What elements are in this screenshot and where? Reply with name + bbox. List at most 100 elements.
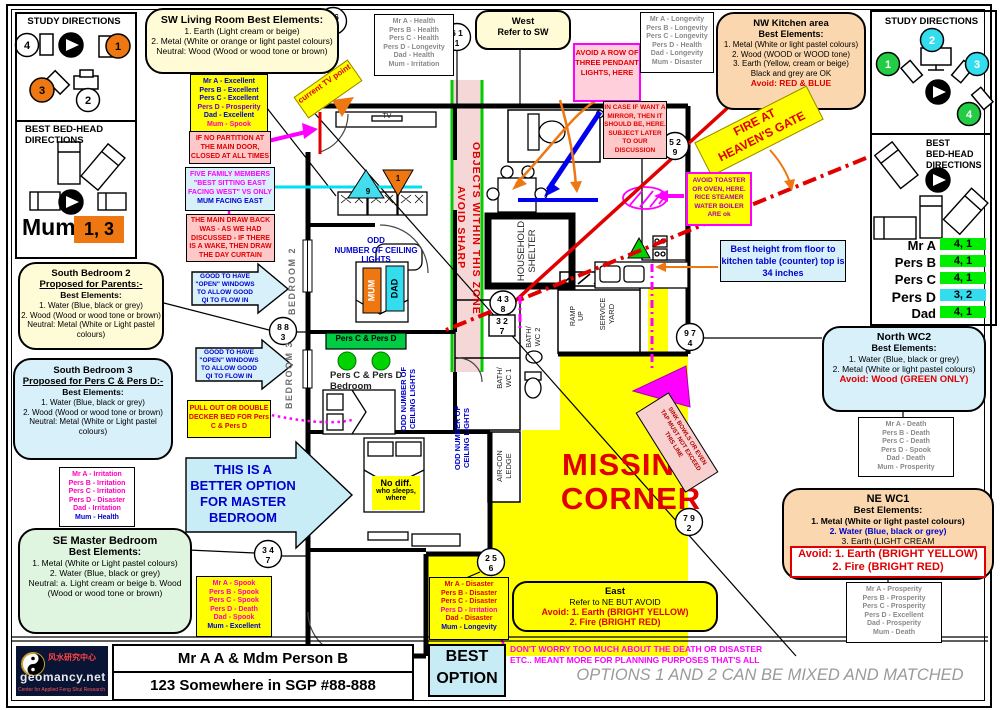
right-bedhead-line3: DIRECTIONS — [926, 160, 982, 170]
status-line: Dad - Irritation — [73, 505, 121, 513]
west-sub: Refer to SW — [497, 27, 549, 37]
client-address: 123 Somewhere in SGP #88-888 — [150, 677, 376, 694]
connector-lines — [159, 34, 904, 657]
right-study-1: 1 — [885, 59, 891, 71]
odd-bed3-line1: ODD NUMBER OF — [399, 366, 408, 432]
sbed3-item2: 2. Wood (Wood or wood tone or brown) — [23, 407, 163, 417]
right-bedhead-line2: BED-HEAD — [926, 149, 974, 159]
member-name: Dad — [911, 306, 936, 321]
member-row: Pers D 3, 2 — [874, 289, 990, 306]
tv-label: TV — [382, 113, 392, 120]
status-line: Pers D - Irritation — [440, 606, 498, 614]
callout-arrows — [185, 262, 354, 550]
orange-arrowheads — [332, 97, 795, 272]
member-name: Pers D — [891, 289, 936, 305]
status-line: Dad - Health — [393, 52, 435, 60]
status-line: Mr A - Spook — [212, 580, 256, 587]
status-line: Pers B - Death — [882, 429, 930, 437]
west-title: West — [511, 16, 535, 27]
se-item2: 2. Water (Blue, black or grey) — [49, 568, 161, 578]
star-611-top: 6 1 — [451, 28, 463, 38]
status-line: Dad - Prosperity — [866, 620, 922, 628]
east-status-box: Mr A - Disaster Pers B - Disaster Pers C… — [429, 577, 509, 640]
status-line: Mum - Disaster — [651, 58, 703, 66]
best-option-box: BEST OPTION — [428, 644, 506, 697]
right-study-2: 2 — [929, 35, 935, 47]
right-panel-divider — [872, 133, 991, 135]
ne-item3: 3. Earth (LIGHT CREAM — [841, 536, 935, 546]
aircon-ledge-label: AIR-CON LEDGE — [495, 440, 513, 492]
bath1-line2: WC 1 — [503, 368, 513, 388]
odd-bed3-line2: CEILING LIGHTS — [408, 369, 417, 429]
se-best: Best Elements: — [68, 547, 142, 558]
star-611-bottom: 1 — [455, 38, 460, 48]
left-study-1: 1 — [115, 41, 121, 53]
perscd-bed-line2: Bedroom — [330, 381, 372, 392]
sw-living-box: SW Living Room Best Elements: 1. Earth (… — [145, 8, 339, 74]
left-bedhead-title-line1: BEST BED-HEAD — [25, 124, 104, 135]
aircon-line2: LEDGE — [503, 453, 513, 479]
perscd-bed-line1: Pers C & Pers D — [330, 370, 403, 381]
star-256-bottom: 6 — [489, 563, 494, 573]
no-diff-note: No diff. who sleeps, where — [372, 476, 420, 510]
star-883-bottom: 3 — [281, 332, 286, 342]
star-347-bottom: 7 — [266, 555, 271, 565]
star-974-top: 9 7 — [684, 328, 696, 338]
bedroom3-label: BEDROOM 3 — [284, 341, 294, 410]
ne-avoid-line1: Avoid: 1. Earth (BRIGHT YELLOW) — [798, 548, 978, 560]
member-row: Pers C 4, 1 — [874, 272, 990, 289]
nw-status-box: Mr A - Longevity Pers B - Longevity Pers… — [640, 12, 714, 73]
left-study-2: 2 — [85, 95, 91, 107]
status-line: Mr A - Irritation — [72, 471, 122, 478]
partitions — [454, 109, 641, 503]
status-line: Dad - Excellent — [203, 112, 255, 120]
nw-item4: Black and grey are OK — [750, 68, 832, 78]
star-792-bottom: 2 — [687, 523, 692, 533]
household-line2: SHELTER — [527, 229, 538, 273]
nw-best: Best Elements: — [758, 29, 824, 39]
ramp-line2: UP — [578, 311, 585, 321]
household-shelter-label: HOUSEHOLD SHELTER — [516, 216, 538, 286]
best-option-line2: OPTION — [436, 670, 498, 687]
member-value: 4, 1 — [940, 255, 986, 267]
left-study-3: 3 — [39, 85, 45, 97]
sw-item1: 1. Earth (Light cream or beige) — [184, 26, 300, 36]
status-line: Mum - Health — [75, 513, 119, 521]
star-256-top: 2 5 — [485, 553, 497, 563]
perscd-tag-label: Pers C & Pers D — [335, 334, 397, 343]
ne-best: Best Elements: — [853, 505, 923, 516]
north-item2: 2. Metal (White or light pastel colours) — [832, 364, 976, 374]
nw-avoid: Avoid: RED & BLUE — [750, 78, 832, 88]
north-best: Best Elements: — [871, 343, 937, 353]
right-study-4: 4 — [966, 109, 973, 121]
member-row: Dad 4, 1 — [874, 306, 990, 323]
member-name: Mr A — [907, 238, 936, 253]
sbed3-item1: 1. Water (Blue, black or grey) — [41, 398, 145, 407]
south-bedroom3-box: South Bedroom 3 Proposed for Pers C & Pe… — [13, 358, 173, 460]
west-box: West Refer to SW — [475, 10, 571, 50]
main-drawback-note: THE MAIN DRAW BACK WAS - AS WE HAD DISCU… — [186, 214, 275, 262]
logo-tagline: Center for Applied Feng Shui Research — [18, 687, 105, 693]
star-974-bottom: 4 — [688, 338, 693, 348]
north-wc2-box: North WC2 Best Elements: 1. Water (Blue,… — [822, 326, 986, 412]
south-bedroom2-box: South Bedroom 2 Proposed for Parents:- B… — [18, 262, 164, 350]
star-883-top: 8 8 — [277, 322, 289, 332]
dont-worry-line2: ETC.. MEANT MORE FOR PLANNING PURPOSES T… — [510, 654, 760, 665]
left-study-title: STUDY DIRECTIONS — [27, 16, 121, 27]
mum-name-label: Mum — [22, 214, 76, 240]
member-value: 4, 1 — [940, 306, 986, 318]
status-line: Pers C - Health — [389, 35, 439, 43]
status-line: Pers B - Excellent — [199, 86, 259, 94]
status-line: Pers D - Health — [652, 41, 702, 49]
left-bedhead-title-line2: DIRECTIONS — [25, 135, 84, 146]
nw-item1: 1. Metal (White or light pastel colours) — [723, 40, 859, 49]
five-family-line4: MUM FACING EAST — [197, 198, 263, 205]
five-family-note: FIVE FAMILY MEMBERS "BEST SITTING EAST F… — [185, 167, 275, 211]
status-line: Mr A - Death — [885, 421, 927, 428]
left-study-icons: 4 1 3 2 — [14, 32, 131, 113]
status-line: Pers B - Prosperity — [862, 594, 926, 602]
east-title: East — [604, 586, 626, 597]
star-792-top: 7 9 — [683, 513, 695, 523]
ne-item1: 1. Metal (White or light pastel colours) — [811, 516, 965, 526]
